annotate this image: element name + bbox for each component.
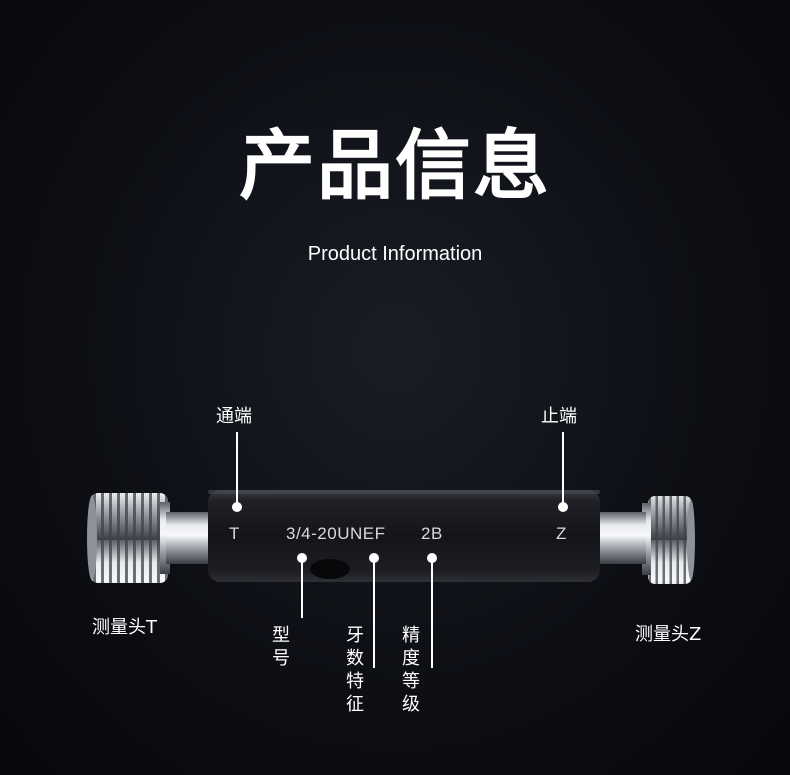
callout-nogo-end-dot — [558, 502, 568, 512]
engraving-nogo-mark: Z — [556, 524, 567, 543]
callout-go-end-line — [236, 432, 238, 506]
callout-thread-feature-dot — [369, 553, 379, 563]
callout-go-end-label: 通端 — [216, 406, 252, 427]
callout-accuracy-grade-label: 精度等级 — [402, 625, 420, 715]
engraving-class: 2B — [421, 524, 443, 543]
engraving-go-mark: T — [229, 524, 240, 543]
measure-head-t — [87, 493, 170, 583]
handle-hole — [310, 559, 350, 579]
callout-model-dot — [297, 553, 307, 563]
gauge-handle — [208, 490, 600, 582]
callout-measure-head-z: 测量头Z — [635, 624, 702, 645]
callout-measure-head-t: 测量头T — [92, 617, 157, 638]
callout-model-line — [301, 560, 303, 618]
callout-model-label: 型号 — [272, 625, 290, 669]
callout-go-end-dot — [232, 502, 242, 512]
callout-nogo-end-line — [562, 432, 564, 506]
callout-accuracy-grade-dot — [427, 553, 437, 563]
page-title: 产品信息 — [239, 121, 551, 210]
measure-head-z — [642, 496, 695, 584]
page-subtitle: Product Information — [307, 243, 483, 265]
callout-nogo-end-label: 止端 — [541, 406, 577, 427]
callout-accuracy-grade-line — [431, 560, 433, 668]
callout-thread-feature-line — [373, 560, 375, 668]
engraving-model: 3/4-20UNEF — [286, 524, 386, 543]
callout-thread-feature-label: 牙数特征 — [346, 625, 364, 715]
